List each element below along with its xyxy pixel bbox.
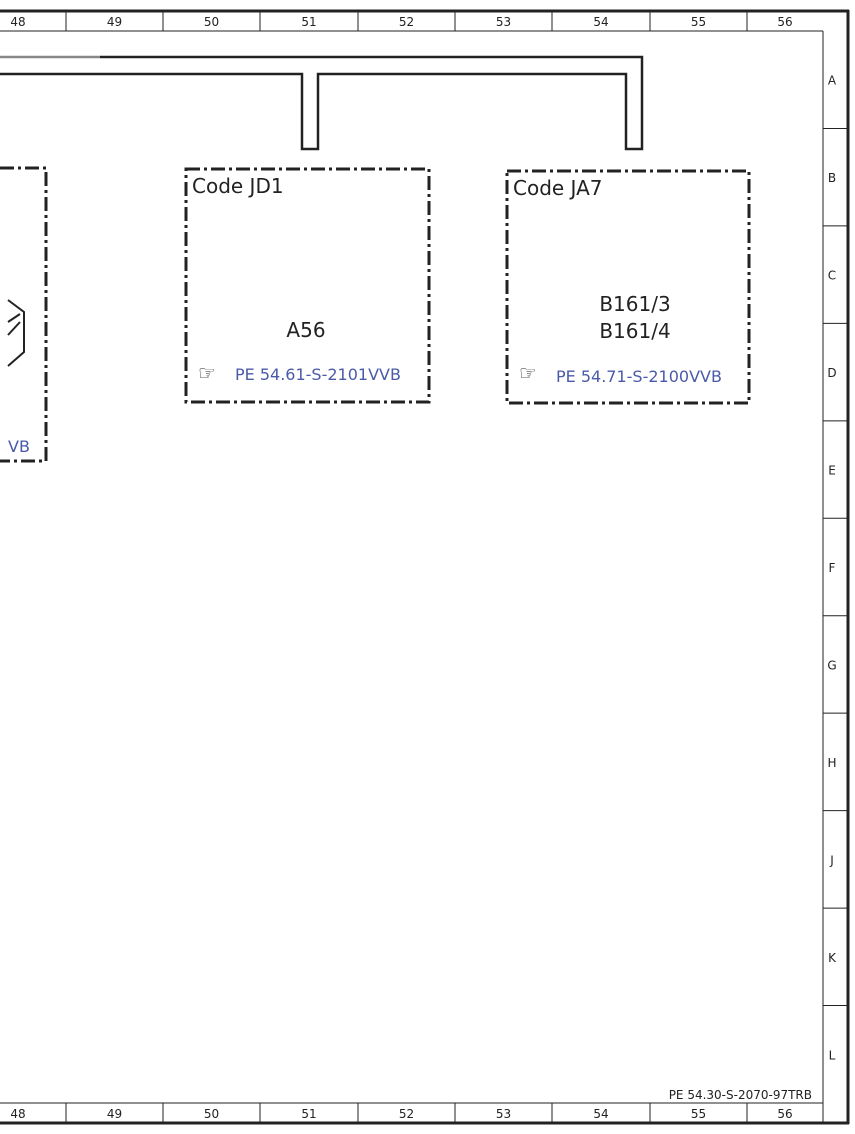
- row-letter: L: [829, 1048, 836, 1062]
- code-box-ja7: Code JA7 B161/3 B161/4 ☞ PE 54.71-S-2100…: [505, 169, 751, 405]
- pointing-hand-icon: ☞: [198, 361, 216, 385]
- component-label: A56: [286, 318, 325, 342]
- column-number: 54: [593, 1107, 608, 1121]
- column-ruler-top: 48 49 50 51 52 53 54 55 56: [10, 12, 793, 31]
- row-letter: C: [828, 269, 836, 283]
- row-letter: F: [829, 561, 836, 575]
- row-letter: D: [827, 366, 836, 380]
- row-letter: H: [827, 756, 836, 770]
- column-number: 49: [107, 1107, 122, 1121]
- column-number: 49: [107, 15, 122, 29]
- code-label: Code JA7: [513, 176, 603, 200]
- partial-code-box-left: VB: [0, 166, 48, 463]
- column-number: 48: [10, 15, 25, 29]
- column-number: 51: [301, 15, 316, 29]
- column-number: 54: [593, 15, 608, 29]
- row-letter: G: [827, 658, 836, 672]
- row-letter: J: [829, 853, 834, 867]
- reference-link-partial[interactable]: VB: [8, 437, 30, 456]
- row-letter: A: [828, 74, 837, 88]
- column-ruler-bottom: 48 49 50 51 52 53 54 55 56: [10, 1103, 793, 1122]
- column-number: 50: [204, 15, 219, 29]
- component-label: B161/3: [599, 292, 670, 316]
- column-number: 51: [301, 1107, 316, 1121]
- column-number: 56: [777, 15, 792, 29]
- row-letter: B: [828, 171, 836, 185]
- row-letter: K: [828, 951, 837, 965]
- row-ruler-right: A B C D E F G H J K L: [823, 74, 848, 1062]
- wire-bundle: [0, 55, 644, 151]
- column-number: 56: [777, 1107, 792, 1121]
- column-number: 52: [399, 1107, 414, 1121]
- column-number: 53: [496, 1107, 511, 1121]
- component-label: B161/4: [599, 319, 670, 343]
- pointing-hand-icon: ☞: [519, 361, 537, 385]
- document-number: PE 54.30-S-2070-97TRB: [669, 1088, 812, 1102]
- column-number: 52: [399, 15, 414, 29]
- column-number: 50: [204, 1107, 219, 1121]
- column-number: 48: [10, 1107, 25, 1121]
- drawing-frame: [0, 9, 850, 1125]
- code-label: Code JD1: [192, 174, 284, 198]
- column-number: 55: [691, 1107, 706, 1121]
- column-number: 53: [496, 15, 511, 29]
- row-letter: E: [828, 464, 836, 478]
- code-box-jd1: Code JD1 A56 ☞ PE 54.61-S-2101VVB: [184, 167, 431, 404]
- reference-link[interactable]: PE 54.71-S-2100VVB: [556, 367, 722, 386]
- reference-link[interactable]: PE 54.61-S-2101VVB: [235, 365, 401, 384]
- column-number: 55: [691, 15, 706, 29]
